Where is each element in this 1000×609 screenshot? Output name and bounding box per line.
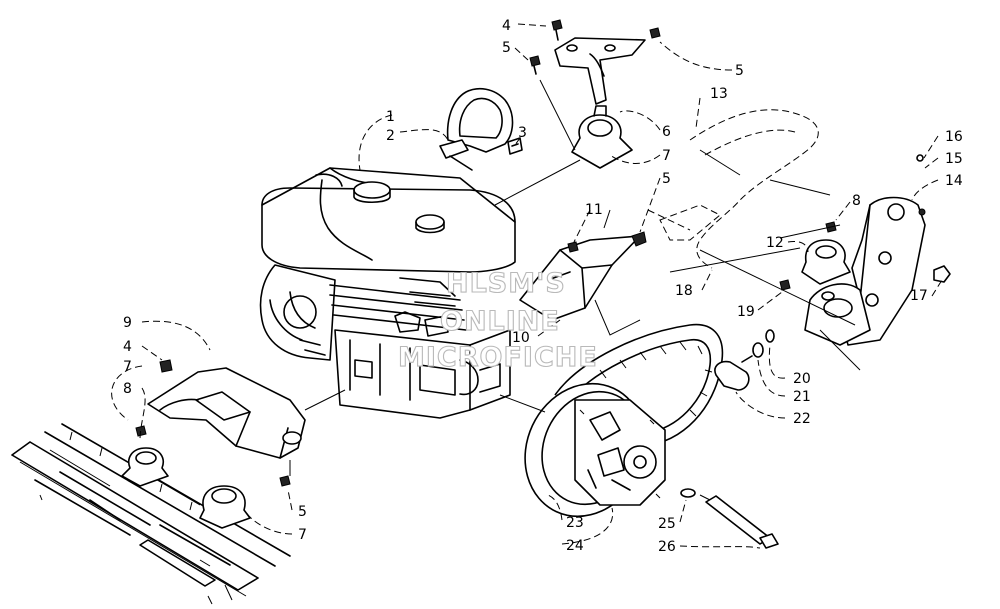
clutch-bolt <box>680 488 779 549</box>
callout-7: 7 <box>298 527 307 543</box>
watermark-line-2: ONLINE <box>440 306 560 337</box>
drive-clutch <box>524 323 724 518</box>
callout-21: 21 <box>793 389 811 405</box>
watermark-line-3: MICROFICHE <box>398 342 598 373</box>
callout-4: 4 <box>502 18 511 34</box>
callout-19: 19 <box>737 304 755 320</box>
callout-9: 9 <box>123 315 132 331</box>
callout-7: 7 <box>123 359 132 375</box>
left-engine-bracket <box>147 367 306 459</box>
callout-5: 5 <box>735 63 744 79</box>
callout-8: 8 <box>123 381 132 397</box>
callout-4: 4 <box>123 339 132 355</box>
callout-5: 5 <box>502 40 511 56</box>
left-engine-mount-upper <box>121 359 173 487</box>
callout-15: 15 <box>945 151 963 167</box>
starter-handle <box>439 87 514 171</box>
left-engine-mount-lower <box>199 475 291 529</box>
engine-bracket-10 <box>519 231 647 321</box>
clip <box>507 137 523 155</box>
callout-8: 8 <box>852 193 861 209</box>
callout-16: 16 <box>945 129 963 145</box>
callout-1: 1 <box>386 109 395 125</box>
callout-leaders <box>111 23 943 549</box>
clutch-hardware-upper <box>714 329 775 391</box>
callout-7: 7 <box>662 148 671 164</box>
callout-5: 5 <box>298 504 307 520</box>
callout-11: 11 <box>585 202 603 218</box>
right-mount-assembly <box>779 221 871 346</box>
engine <box>259 167 516 419</box>
callout-3: 3 <box>518 125 527 141</box>
callout-2: 2 <box>386 128 395 144</box>
callout-labels: 1 2 3 4 5 5 13 6 7 5 11 16 15 14 8 12 18… <box>123 18 963 555</box>
explosion-lines <box>289 79 861 501</box>
callout-6: 6 <box>662 124 671 140</box>
callout-5: 5 <box>662 171 671 187</box>
callout-10: 10 <box>512 330 530 346</box>
callout-24: 24 <box>566 538 584 554</box>
callout-22: 22 <box>793 411 811 427</box>
callout-13: 13 <box>710 86 728 102</box>
watermark: HLSM'S ONLINE MICROFICHE <box>397 267 598 373</box>
callout-26: 26 <box>658 539 676 555</box>
callout-14: 14 <box>945 173 963 189</box>
watermark-line-1: HLSM'S <box>446 268 566 299</box>
upper-mount-bracket <box>529 19 661 105</box>
upper-engine-mount <box>571 105 633 169</box>
exhaust-pipe-outline <box>647 109 819 269</box>
callout-20: 20 <box>793 371 811 387</box>
callout-12: 12 <box>766 235 784 251</box>
callout-18: 18 <box>675 283 693 299</box>
callout-25: 25 <box>658 516 676 532</box>
callout-23: 23 <box>566 515 584 531</box>
callout-17: 17 <box>910 288 928 304</box>
